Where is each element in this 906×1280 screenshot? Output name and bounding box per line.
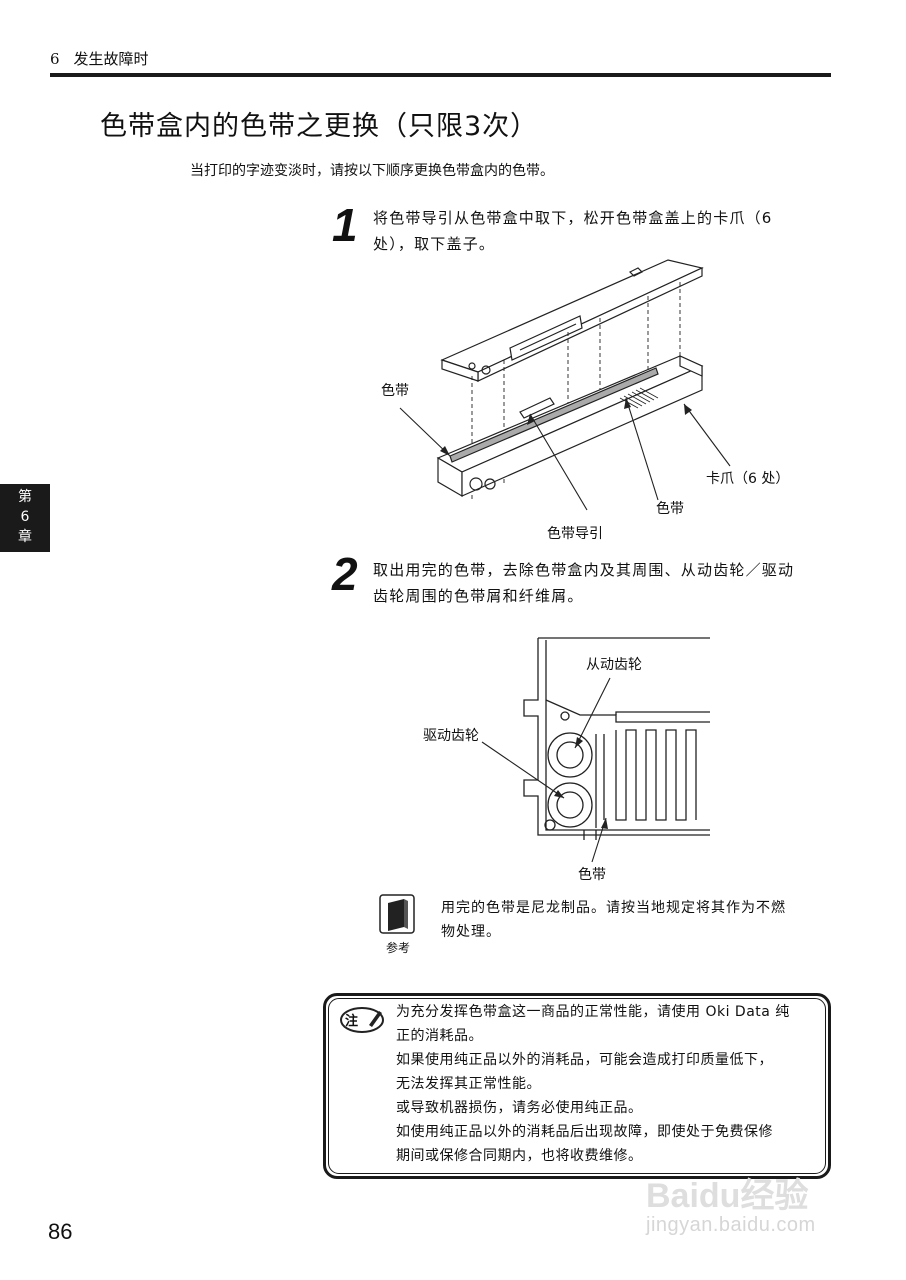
note-pencil-icon: 注 [339, 1005, 385, 1035]
cartridge-lid [440, 259, 704, 373]
reference-line1: 用完的色带是尼龙制品。请按当地规定将其作为不燃 [441, 900, 786, 916]
driven-gear-part [547, 732, 593, 778]
note-text: 为充分发挥色带盒这一商品的正常性能，请使用 Oki Data 纯 正的消耗品。 … [396, 1000, 821, 1168]
cartridge-exploded-illustration [399, 259, 731, 511]
drive-gear-part [547, 782, 593, 828]
chapter-tab-line2: 6 [20, 509, 30, 525]
note-box-inner-border [328, 998, 826, 1174]
step1-line1: 将色带导引从色带盒中取下，松开色带盒盖上的卡爪（6 [373, 209, 773, 227]
gear-area-illustration [481, 637, 710, 863]
step2-line2: 齿轮周围的色带屑和纤维屑。 [373, 587, 584, 605]
intro-text: 当打印的字迹变淡时，请按以下顺序更换色带盒内的色带。 [190, 163, 554, 179]
label-ribbon-gear: 色带 [578, 867, 606, 883]
step2-line1: 取出用完的色带，去除色带盒内及其周围、从动齿轮／驱动 [373, 561, 795, 579]
page-number: 86 [48, 1219, 73, 1244]
label-drive-gear: 驱动齿轮 [423, 728, 479, 744]
header-chapter-title: 发生故障时 [73, 50, 149, 68]
watermark-logo: Baidu经验 [646, 1177, 809, 1215]
step2-number: 2 [332, 548, 358, 600]
reference-book-icon: 参考 [378, 893, 418, 955]
note-line: 如使用纯正品以外的消耗品后出现故障，即使处于免费保修 [396, 1124, 773, 1140]
label-ribbon-left: 色带 [381, 383, 409, 399]
chapter-tab-line3: 章 [18, 529, 32, 545]
note-line: 无法发挥其正常性能。 [396, 1076, 541, 1092]
note-line: 期间或保修合同期内，也将收费维修。 [396, 1148, 643, 1164]
note-line: 或导致机器损伤，请务必使用纯正品。 [396, 1100, 643, 1116]
reference-line2: 物处理。 [441, 924, 501, 940]
step2-text: 取出用完的色带，去除色带盒内及其周围、从动齿轮／驱动 齿轮周围的色带屑和纤维屑。 [373, 557, 833, 609]
page-title: 色带盒内的色带之更换（只限3次） [100, 111, 539, 142]
label-claw: 卡爪（6 处） [706, 471, 790, 487]
label-driven-gear: 从动齿轮 [586, 657, 642, 673]
reference-icon-label: 参考 [385, 941, 410, 955]
note-line: 如果使用纯正品以外的消耗品，可能会造成打印质量低下， [396, 1052, 773, 1068]
header-chapter-number: 6 [50, 50, 60, 68]
running-header: 6 发生故障时 [50, 48, 149, 69]
step1-line2: 处），取下盖子。 [373, 235, 496, 253]
chapter-tab: 第 6 章 [0, 484, 50, 552]
step1-number: 1 [332, 199, 358, 251]
note-box [323, 993, 831, 1179]
step1-text: 将色带导引从色带盒中取下，松开色带盒盖上的卡爪（6 处），取下盖子。 [373, 205, 833, 257]
note-icon-label: 注 [345, 1014, 359, 1029]
label-ribbon-guide: 色带导引 [547, 526, 603, 542]
label-ribbon-right: 色带 [656, 501, 684, 517]
chapter-tab-line1: 第 [18, 489, 32, 505]
note-line: 正的消耗品。 [396, 1028, 483, 1044]
watermark-url: jingyan.baidu.com [646, 1214, 816, 1236]
header-rule [50, 73, 831, 77]
reference-text: 用完的色带是尼龙制品。请按当地规定将其作为不燃 物处理。 [441, 896, 831, 944]
ribbon-guide-part [519, 397, 555, 419]
note-line: 为充分发挥色带盒这一商品的正常性能，请使用 Oki Data 纯 [396, 1004, 790, 1020]
